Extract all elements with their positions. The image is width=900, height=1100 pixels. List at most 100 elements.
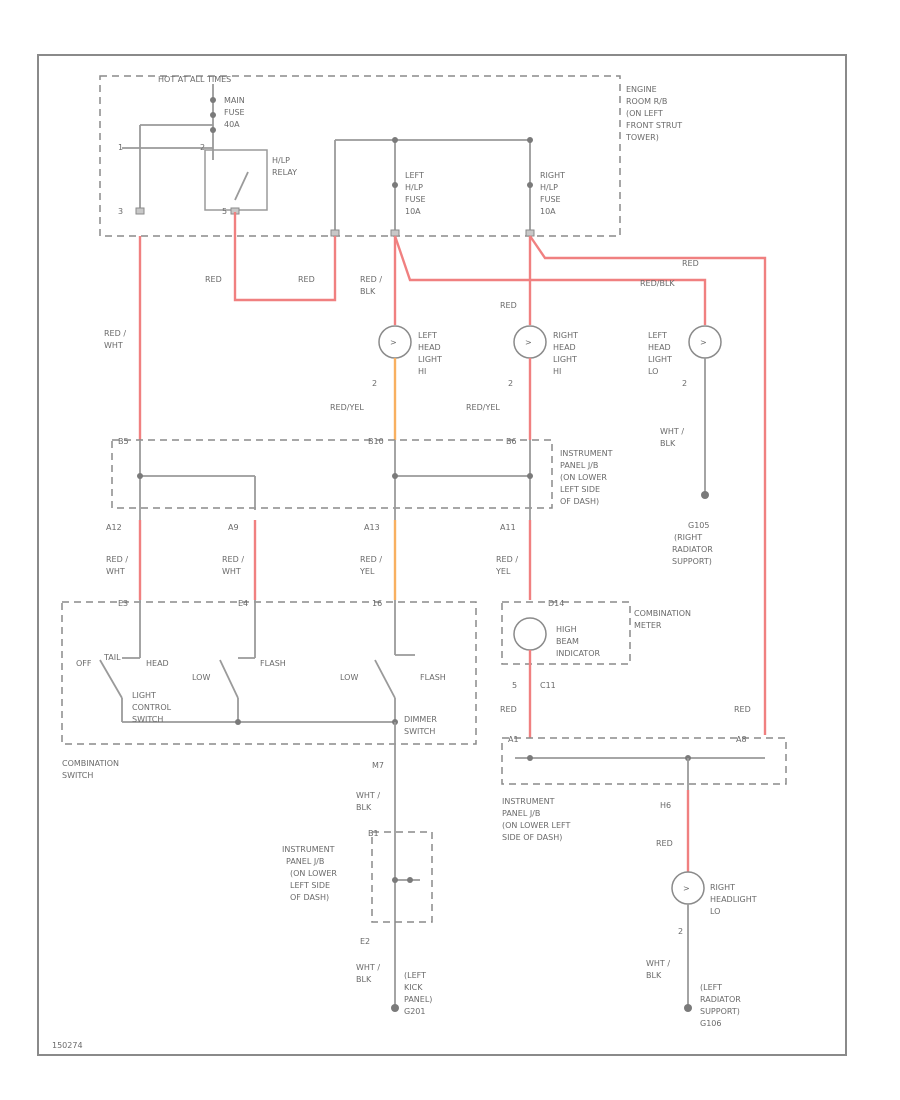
svg-text:E3: E3	[118, 599, 128, 608]
svg-text:OFF: OFF	[76, 659, 92, 668]
diagram-frame	[37, 54, 847, 1056]
svg-text:DIMMER: DIMMER	[404, 715, 437, 724]
svg-text:CONTROL: CONTROL	[132, 703, 172, 712]
svg-text:BLK: BLK	[356, 975, 372, 984]
svg-text:5: 5	[512, 681, 517, 690]
right-fuse-label: RIGHT	[540, 171, 565, 180]
diagram-id: 150274	[52, 1041, 83, 1050]
svg-text:LIGHT: LIGHT	[648, 355, 672, 364]
svg-text:SWITCH: SWITCH	[132, 715, 163, 724]
svg-text:KICK: KICK	[404, 983, 423, 992]
svg-text:A8: A8	[736, 735, 747, 744]
svg-text:HEAD: HEAD	[418, 343, 441, 352]
svg-text:SWITCH: SWITCH	[404, 727, 435, 736]
svg-text:LIGHT: LIGHT	[418, 355, 442, 364]
svg-text:WHT /: WHT /	[646, 959, 670, 968]
svg-text:>: >	[683, 884, 690, 893]
svg-text:H6: H6	[660, 801, 671, 810]
svg-text:YEL: YEL	[495, 567, 511, 576]
svg-text:FUSE: FUSE	[540, 195, 561, 204]
svg-text:(RIGHT: (RIGHT	[674, 533, 702, 542]
svg-text:BLK: BLK	[356, 803, 372, 812]
svg-text:H/LP: H/LP	[405, 183, 423, 192]
svg-text:(ON LOWER: (ON LOWER	[290, 869, 337, 878]
hl-relay-label: H/LP	[272, 156, 290, 165]
svg-text:INSTRUMENT: INSTRUMENT	[502, 797, 555, 806]
svg-text:(ON LEFT: (ON LEFT	[626, 109, 663, 118]
ip-jb-bottom-right	[501, 737, 787, 785]
svg-text:LIGHT: LIGHT	[132, 691, 156, 700]
svg-text:G106: G106	[700, 1019, 721, 1028]
svg-text:HI: HI	[418, 367, 426, 376]
svg-text:COMBINATION: COMBINATION	[634, 609, 691, 618]
svg-text:PANEL): PANEL)	[404, 995, 432, 1004]
svg-text:RED/YEL: RED/YEL	[330, 403, 364, 412]
svg-text:WHT /: WHT /	[356, 963, 380, 972]
svg-text:OF DASH): OF DASH)	[290, 893, 329, 902]
svg-text:LIGHT: LIGHT	[553, 355, 577, 364]
svg-text:HEAD: HEAD	[648, 343, 671, 352]
svg-text:A12: A12	[106, 523, 122, 532]
svg-text:10A: 10A	[405, 207, 421, 216]
combination-meter-box	[501, 601, 631, 665]
svg-text:RELAY: RELAY	[272, 168, 297, 177]
svg-text:M7: M7	[372, 761, 384, 770]
svg-text:2: 2	[682, 379, 687, 388]
fuse-box-title: HOT AT ALL TIMES	[158, 75, 231, 84]
svg-text:RED: RED	[298, 275, 315, 284]
svg-text:10A: 10A	[540, 207, 556, 216]
light-control-lever	[99, 659, 123, 699]
svg-text:A9: A9	[228, 523, 239, 532]
svg-text:RED /: RED /	[360, 555, 382, 564]
svg-text:COMBINATION: COMBINATION	[62, 759, 119, 768]
svg-text:D14: D14	[548, 599, 564, 608]
svg-text:G201: G201	[404, 1007, 425, 1016]
svg-text:16: 16	[372, 599, 382, 608]
svg-text:INSTRUMENT: INSTRUMENT	[560, 449, 613, 458]
svg-text:HEADLIGHT: HEADLIGHT	[710, 895, 757, 904]
svg-text:A11: A11	[500, 523, 516, 532]
svg-text:H/LP: H/LP	[540, 183, 558, 192]
svg-text:E2: E2	[360, 937, 370, 946]
svg-text:RED: RED	[205, 275, 222, 284]
svg-text:HEAD: HEAD	[146, 659, 169, 668]
svg-text:SUPPORT): SUPPORT)	[700, 1007, 740, 1016]
svg-text:ROOM R/B: ROOM R/B	[626, 97, 667, 106]
svg-text:RED /: RED /	[104, 329, 126, 338]
svg-text:2: 2	[508, 379, 513, 388]
svg-text:C11: C11	[540, 681, 556, 690]
svg-text:FUSE: FUSE	[224, 108, 245, 117]
ip-jb-top	[111, 439, 553, 509]
svg-text:HEAD: HEAD	[553, 343, 576, 352]
svg-text:>: >	[700, 338, 707, 347]
svg-text:RED: RED	[500, 705, 517, 714]
engine-box-label: ENGINE	[626, 85, 657, 94]
svg-text:5: 5	[222, 207, 227, 216]
right-hi-lamp: >	[513, 325, 547, 359]
ground-g201	[391, 1004, 399, 1012]
ground-g106	[684, 1004, 692, 1012]
svg-text:(ON LOWER: (ON LOWER	[560, 473, 607, 482]
main-fuse-label: MAIN	[224, 96, 245, 105]
svg-text:WHT: WHT	[106, 567, 125, 576]
high-beam-indicator-lamp	[513, 617, 547, 651]
svg-text:RED /: RED /	[222, 555, 244, 564]
svg-text:G105: G105	[688, 521, 709, 530]
hl-relay-box	[204, 149, 268, 211]
svg-text:RIGHT: RIGHT	[553, 331, 578, 340]
svg-text:LEFT: LEFT	[418, 331, 437, 340]
svg-text:>: >	[525, 338, 532, 347]
svg-text:WHT /: WHT /	[660, 427, 684, 436]
svg-text:RED /: RED /	[496, 555, 518, 564]
svg-text:BEAM: BEAM	[556, 637, 579, 646]
ground-g105	[701, 491, 709, 499]
svg-text:2: 2	[678, 927, 683, 936]
relay-contact	[234, 171, 249, 201]
svg-text:LEFT SIDE: LEFT SIDE	[560, 485, 600, 494]
svg-text:RED: RED	[734, 705, 751, 714]
svg-text:RED: RED	[682, 259, 699, 268]
svg-text:3: 3	[118, 207, 123, 216]
svg-text:PANEL J/B: PANEL J/B	[502, 809, 540, 818]
svg-text:RIGHT: RIGHT	[710, 883, 735, 892]
